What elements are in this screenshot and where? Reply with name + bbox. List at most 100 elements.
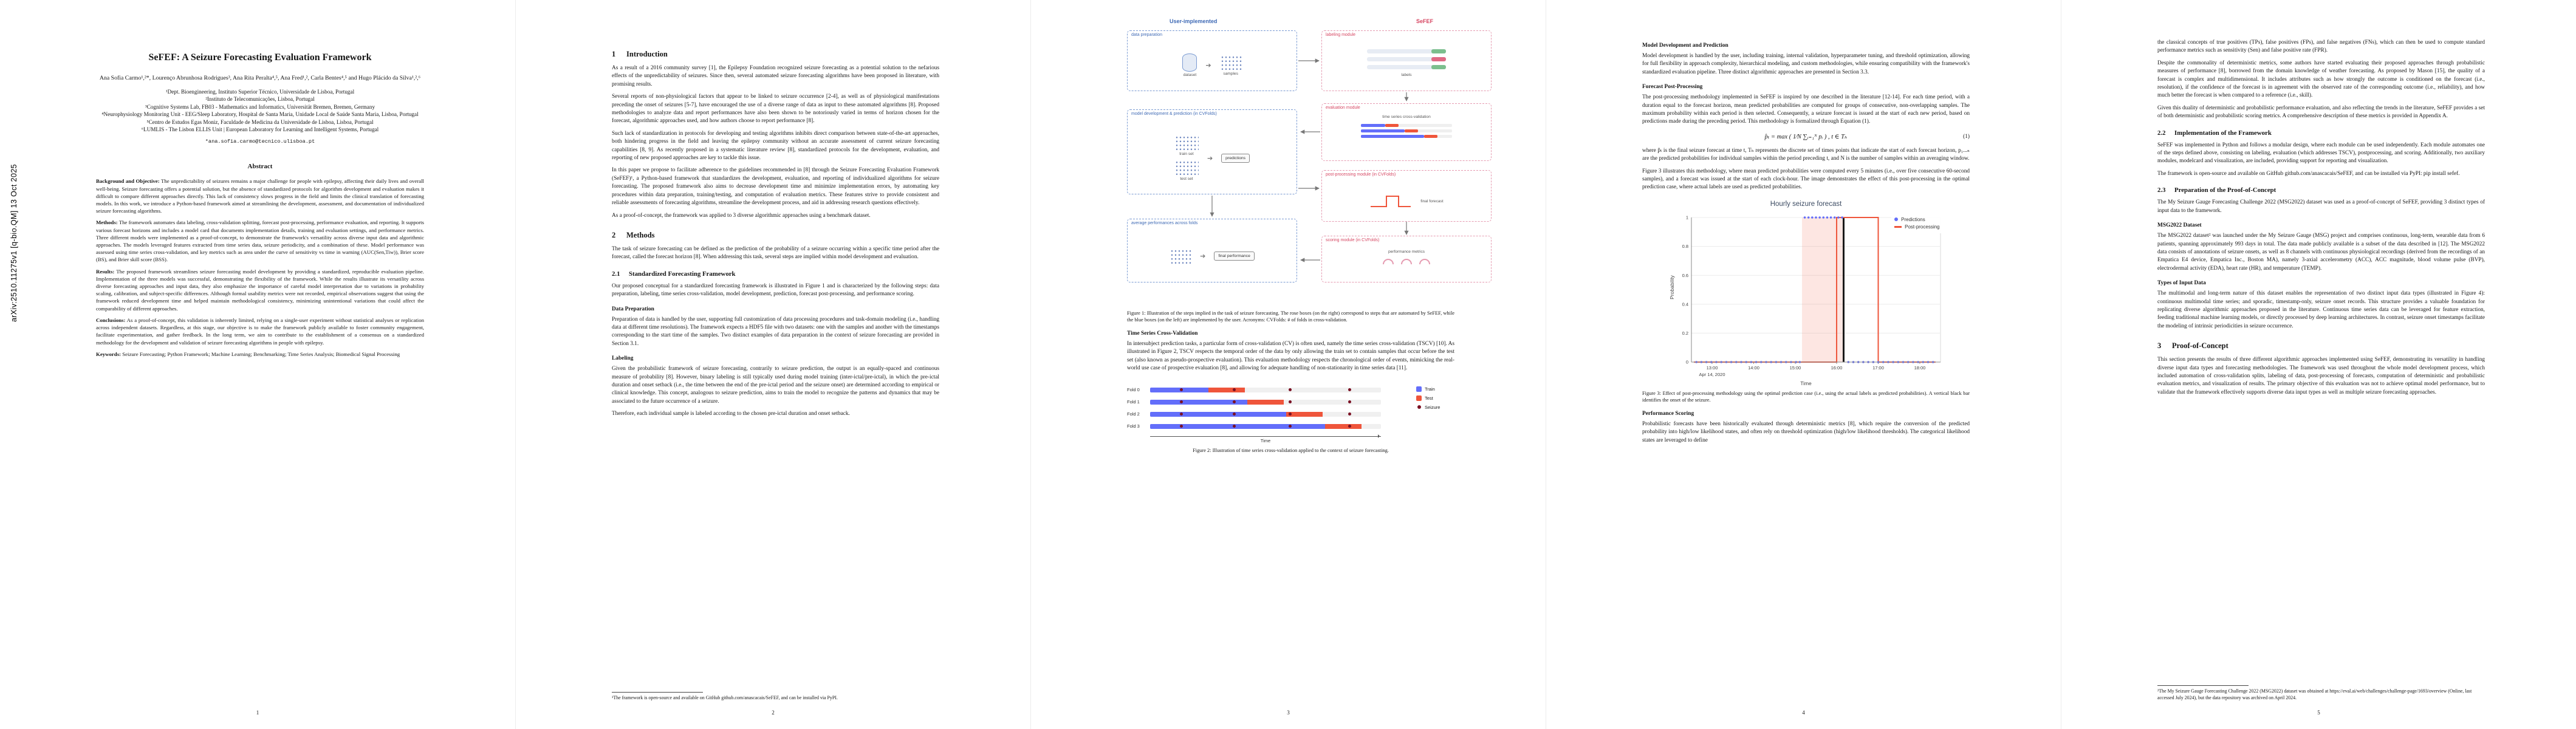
- abstract-text: As a proof-of-concept, this validation i…: [96, 317, 424, 346]
- label-chip-icon: [1431, 57, 1446, 61]
- predictions-box: predictions: [1221, 153, 1250, 163]
- figure2-grid: Fold 0 Fold 1: [1127, 384, 1455, 433]
- implementation-paragraph: The framework is open-source and availab…: [2157, 170, 2460, 177]
- corresponding-email-link[interactable]: *ana.sofia.carmo@tecnico.ulisboa.pt: [205, 139, 315, 145]
- continuation-paragraph: Given this duality of deterministic and …: [2157, 104, 2485, 120]
- intro-paragraph: As a result of a 2016 community survey […: [612, 65, 939, 87]
- subsection-title: Preparation of the Proof-of-Concept: [2174, 187, 2276, 194]
- page-number: 1: [256, 710, 259, 716]
- figure1-box-title: labeling module: [1326, 33, 1356, 37]
- figure1-box-title: post-processing module (in CVFolds): [1326, 173, 1396, 177]
- fold-row: Fold 3: [1127, 420, 1406, 433]
- abstract-background: Background and Objective: The unpredicta…: [96, 177, 424, 214]
- legend-item-predictions: Predictions: [1894, 217, 1939, 222]
- seizure-marker: [1348, 400, 1351, 404]
- test-set-label: test set: [1180, 177, 1193, 181]
- authors-line: Ana Sofia Carmo¹,²*, Lourenço Abrunhosa …: [99, 75, 421, 81]
- chart-title: Hourly seizure forecast: [1770, 200, 1842, 208]
- section-title: Proof-of-Concept: [2172, 341, 2228, 351]
- legend-item-train: Train: [1416, 386, 1455, 392]
- legend-item-test: Test: [1416, 395, 1455, 401]
- svg-text:13:00: 13:00: [1706, 365, 1718, 371]
- tscv-mini-diagram: [1322, 119, 1491, 138]
- affiliations: ¹Dept. Bioengineering, Instituto Superio…: [96, 88, 424, 133]
- legend-label: Train: [1425, 386, 1435, 392]
- train-set-grid-icon: [1174, 135, 1199, 151]
- labeling-paragraph: Therefore, each individual sample is lab…: [612, 411, 850, 417]
- tscv-row-icon: [1361, 129, 1452, 132]
- figure1-user-header: User-implemented: [1170, 18, 1218, 24]
- figure1-box-title: model development & prediction (in CVFol…: [1131, 112, 1217, 116]
- seizure-marker: [1233, 400, 1236, 404]
- figure3-reference-paragraph: Figure 3 illustrates this methodology, w…: [1642, 168, 1970, 191]
- arrow-right-icon: ➔: [1200, 252, 1206, 260]
- page-3: User-implemented SeFEF: [1030, 0, 1546, 729]
- paragraph-heading-data-preparation: Data Preparation: [612, 306, 654, 312]
- gauge-icon: [1401, 259, 1412, 264]
- seizure-dot-icon: [1417, 405, 1421, 409]
- keywords: Keywords: Seizure Forecasting; Python Fr…: [96, 351, 424, 358]
- dataset-item: dataset: [1182, 53, 1197, 77]
- section-number: 3: [2157, 341, 2162, 351]
- test-segment: [1247, 399, 1284, 405]
- affiliation-2: ²Instituto de Telecomunicações, Lisboa, …: [205, 96, 315, 103]
- test-segment: [1208, 387, 1245, 392]
- paragraph-heading-performance-scoring: Performance Scoring: [1642, 410, 1694, 417]
- svg-text:1: 1: [1685, 214, 1688, 220]
- figure1-box-model-development: model development & prediction (in CVFol…: [1127, 109, 1297, 194]
- arxiv-stamp: arXiv:2510.11275v1 [q-bio.QM] 13 Oct 202…: [10, 163, 18, 323]
- tscv-label: time series cross-validation: [1382, 115, 1431, 119]
- test-segment-icon: [1424, 135, 1437, 138]
- seizure-marker: [1348, 425, 1351, 428]
- gauge-icons: [1322, 259, 1491, 264]
- fold-track: [1150, 399, 1381, 405]
- section-title: Methods: [626, 230, 655, 239]
- labeling-rows: labels: [1322, 31, 1491, 77]
- section-heading-proof-of-concept: 3 Proof-of-Concept: [2157, 341, 2485, 351]
- label-chip-icon: [1431, 65, 1446, 69]
- figure1-box-title: scoring module (in CVFolds): [1326, 238, 1380, 242]
- equation-body: p̂ₜ = max ( 1⁄N ∑ᵢ₌₁ᴺ pᵢ ) , t ∈ Tₕ: [1764, 133, 1848, 140]
- intro-paragraph: As a proof-of-concept, the framework was…: [612, 212, 871, 219]
- test-set-grid-icon: [1174, 160, 1199, 176]
- continuation-paragraph: Despite the commonality of deterministic…: [2157, 60, 2485, 99]
- seizure-marker: [1233, 412, 1236, 416]
- page-1: arXiv:2510.11275v1 [q-bio.QM] 13 Oct 202…: [0, 0, 515, 729]
- abstract-heading: Abstract: [247, 163, 273, 171]
- svg-text:16:00: 16:00: [1831, 365, 1842, 371]
- figure1-box-title: average performances across folds: [1131, 221, 1198, 225]
- svg-text:0.2: 0.2: [1682, 330, 1688, 336]
- performance-scoring-paragraph: Probabilistic forecasts have been histor…: [1642, 420, 1970, 443]
- train-segment: [1150, 387, 1208, 392]
- samples-grid-icon: [1219, 54, 1242, 70]
- train-test-sets: train set test set: [1174, 135, 1199, 181]
- abstract-text: The proposed framework streamlines seizu…: [96, 268, 425, 312]
- figure-2-caption: Figure 2: Illustration of time series cr…: [1193, 447, 1389, 453]
- fold-label: Fold 0: [1127, 387, 1140, 393]
- time-axis-label: Time: [1260, 437, 1271, 443]
- abstract-conclusions: Conclusions: As a proof-of-concept, this…: [96, 317, 424, 346]
- abstract-label: Conclusions:: [96, 317, 126, 323]
- figure2-legend: Train Test Seizure: [1406, 384, 1455, 433]
- svg-text:0.6: 0.6: [1682, 273, 1688, 278]
- gauge-icon: [1419, 259, 1430, 264]
- fold-track: [1150, 411, 1381, 417]
- methods-paragraph: The task of seizure forecasting can be d…: [612, 245, 939, 261]
- figure-1-caption: Figure 1: Illustration of the steps impl…: [1127, 310, 1454, 323]
- seizure-marker: [1233, 388, 1236, 392]
- label-row-icon: [1367, 57, 1446, 61]
- legend-label: Predictions: [1901, 216, 1925, 222]
- paragraph-heading-msg2022: MSG2022 Dataset: [2157, 222, 2202, 229]
- train-segment: [1150, 411, 1286, 417]
- keywords-label: Keywords:: [96, 351, 122, 357]
- paragraph-heading-input-data: Types of Input Data: [2157, 280, 2206, 287]
- abstract-label: Results:: [96, 268, 115, 275]
- fold-row: Fold 2: [1127, 408, 1406, 420]
- figure-2: Fold 0 Fold 1: [1127, 384, 1455, 443]
- seizure-marker: [1289, 388, 1292, 392]
- abstract: Background and Objective: The unpredicta…: [96, 177, 424, 357]
